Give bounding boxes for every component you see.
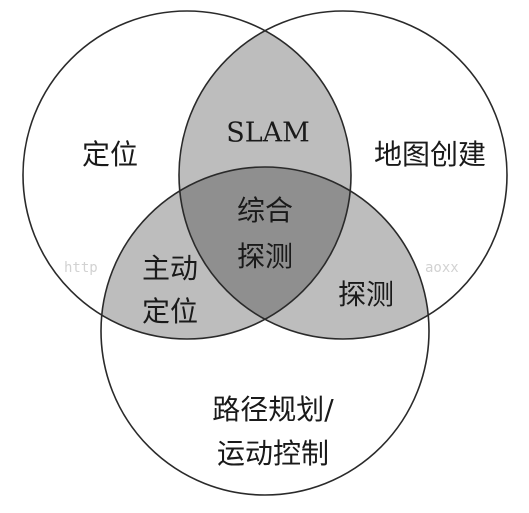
bottom-set-circle xyxy=(100,166,430,496)
center-overlap-label-line2: 探测 xyxy=(237,240,293,273)
left-set-label: 定位 xyxy=(82,138,138,171)
center-overlap-label-line1: 综合 xyxy=(237,194,293,227)
watermark-left-text: http xyxy=(64,260,98,276)
left-bottom-overlap-label-line2: 定位 xyxy=(142,295,198,328)
bottom-set-label-line2: 运动控制 xyxy=(217,437,329,470)
left-set-circle xyxy=(22,10,352,340)
right-set-label: 地图创建 xyxy=(374,138,486,171)
watermark-right-text: aoxx xyxy=(425,260,459,276)
right-set-circle xyxy=(178,10,508,340)
bottom-set-label-line1: 路径规划/ xyxy=(212,393,334,426)
right-bottom-overlap-label: 探测 xyxy=(338,278,394,311)
left-right-overlap-label: SLAM xyxy=(226,118,310,149)
left-bottom-overlap-label-line1: 主动 xyxy=(142,252,198,285)
